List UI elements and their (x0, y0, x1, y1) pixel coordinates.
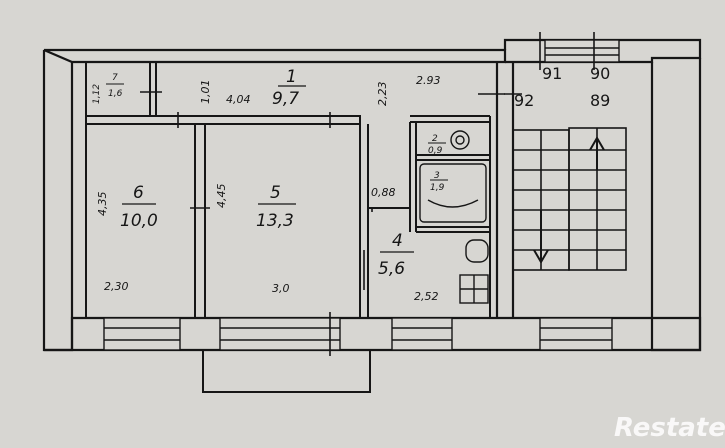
room-2-area: 0,9 (428, 146, 443, 156)
room-5-area: 13,3 (256, 211, 294, 231)
room-7-number: 7 (112, 73, 118, 83)
door-ticks (140, 32, 595, 356)
interior-walls (85, 62, 498, 318)
watermark-logo: Restate (614, 413, 725, 443)
dimension-labels: 1,12 1,01 4,04 2,23 2.93 4,35 4,45 0,88 … (92, 74, 441, 303)
room-6-area: 10,0 (120, 211, 158, 231)
stair-numbers: 91 90 92 89 (514, 64, 610, 110)
stair-number-91: 91 (542, 64, 562, 83)
dim-4-35: 4,35 (96, 192, 109, 217)
room-2-number: 2 (432, 134, 438, 144)
dim-2-52: 2,52 (414, 290, 439, 303)
room-1-number: 1 (286, 67, 297, 87)
staircase (512, 127, 627, 271)
room-1-area: 9,7 (272, 89, 299, 109)
dim-2-30: 2,30 (104, 280, 129, 293)
room-6-number: 6 (133, 183, 144, 203)
stair-number-90: 90 (590, 64, 610, 83)
dim-1-12: 1,12 (92, 84, 102, 104)
dim-2-93: 2.93 (416, 74, 441, 87)
room-7-area: 1,6 (108, 89, 123, 99)
room-4-area: 5,6 (378, 259, 405, 279)
stair-number-89: 89 (590, 91, 610, 110)
room-labels: 1 9,7 7 1,6 6 10,0 5 13,3 4 5,6 2 0,9 3 … (106, 67, 448, 279)
dim-2-23: 2,23 (376, 82, 389, 107)
room-5-number: 5 (270, 183, 281, 203)
balcony (202, 350, 371, 393)
room-4-number: 4 (392, 231, 403, 251)
dim-1-01: 1,01 (199, 80, 212, 105)
room-3-area: 1,9 (430, 183, 445, 193)
windows (103, 39, 620, 351)
stair-number-92: 92 (514, 91, 534, 110)
dim-4-04: 4,04 (226, 93, 251, 106)
room-3-number: 3 (434, 171, 440, 181)
dim-3-0: 3,0 (272, 282, 290, 295)
dim-0-88: 0,88 (371, 186, 396, 199)
bathroom-fixtures (419, 130, 489, 304)
dim-4-45: 4,45 (215, 184, 228, 209)
